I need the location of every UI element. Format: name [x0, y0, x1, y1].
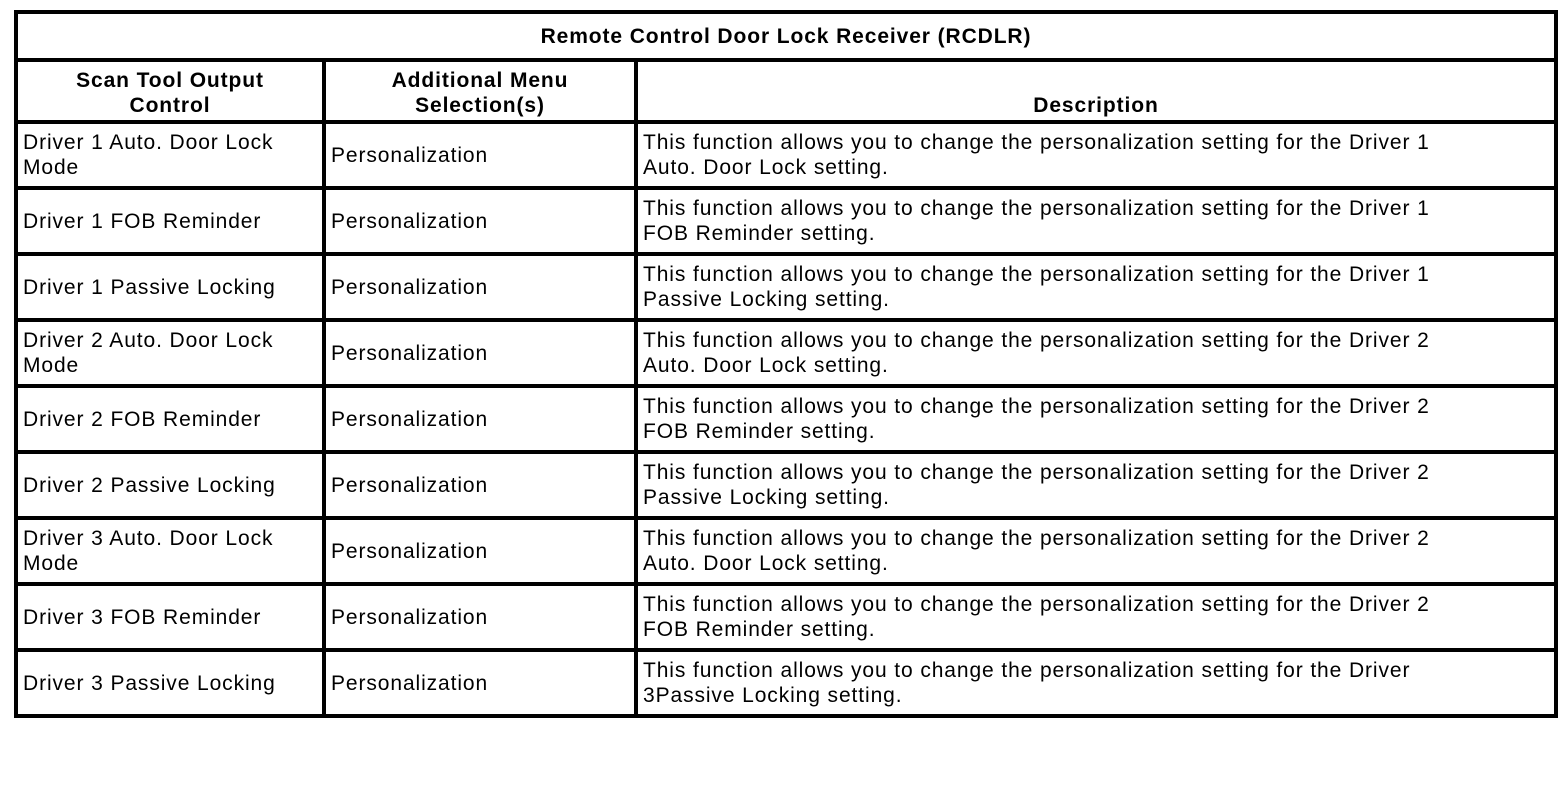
- cell-additional-menu-selection: Personalization: [322, 318, 638, 388]
- column-header-additional-menu-selections: Additional Menu Selection(s): [322, 58, 638, 124]
- cell-description: This function allows you to change the p…: [634, 384, 1558, 454]
- cell-scan-tool-output-control: Driver 1 FOB Reminder: [14, 186, 326, 256]
- cell-description: This function allows you to change the p…: [634, 186, 1558, 256]
- cell-additional-menu-selection: Personalization: [322, 252, 638, 322]
- rcdlr-table: Remote Control Door Lock Receiver (RCDLR…: [14, 10, 1558, 718]
- cell-scan-tool-output-control: Driver 3 Auto. Door Lock Mode: [14, 516, 326, 586]
- cell-description: This function allows you to change the p…: [634, 318, 1558, 388]
- cell-scan-tool-output-control: Driver 2 Passive Locking: [14, 450, 326, 520]
- cell-additional-menu-selection: Personalization: [322, 120, 638, 190]
- cell-scan-tool-output-control: Driver 3 FOB Reminder: [14, 582, 326, 652]
- table-title: Remote Control Door Lock Receiver (RCDLR…: [14, 10, 1558, 62]
- cell-additional-menu-selection: Personalization: [322, 648, 638, 718]
- cell-additional-menu-selection: Personalization: [322, 450, 638, 520]
- cell-additional-menu-selection: Personalization: [322, 582, 638, 652]
- cell-scan-tool-output-control: Driver 1 Passive Locking: [14, 252, 326, 322]
- table-title-row: Remote Control Door Lock Receiver (RCDLR…: [14, 10, 1558, 62]
- cell-description: This function allows you to change the p…: [634, 450, 1558, 520]
- column-header-description: Description: [634, 58, 1558, 124]
- cell-description: This function allows you to change the p…: [634, 648, 1558, 718]
- cell-description: This function allows you to change the p…: [634, 120, 1558, 190]
- cell-scan-tool-output-control: Driver 2 FOB Reminder: [14, 384, 326, 454]
- cell-scan-tool-output-control: Driver 1 Auto. Door Lock Mode: [14, 120, 326, 190]
- cell-scan-tool-output-control: Driver 3 Passive Locking: [14, 648, 326, 718]
- cell-scan-tool-output-control: Driver 2 Auto. Door Lock Mode: [14, 318, 326, 388]
- table-header-row: Scan Tool Output Control Additional Menu…: [14, 58, 1558, 124]
- cell-additional-menu-selection: Personalization: [322, 186, 638, 256]
- cell-description: This function allows you to change the p…: [634, 252, 1558, 322]
- cell-additional-menu-selection: Personalization: [322, 384, 638, 454]
- cell-additional-menu-selection: Personalization: [322, 516, 638, 586]
- cell-description: This function allows you to change the p…: [634, 516, 1558, 586]
- column-header-scan-tool-output-control: Scan Tool Output Control: [14, 58, 326, 124]
- cell-description: This function allows you to change the p…: [634, 582, 1558, 652]
